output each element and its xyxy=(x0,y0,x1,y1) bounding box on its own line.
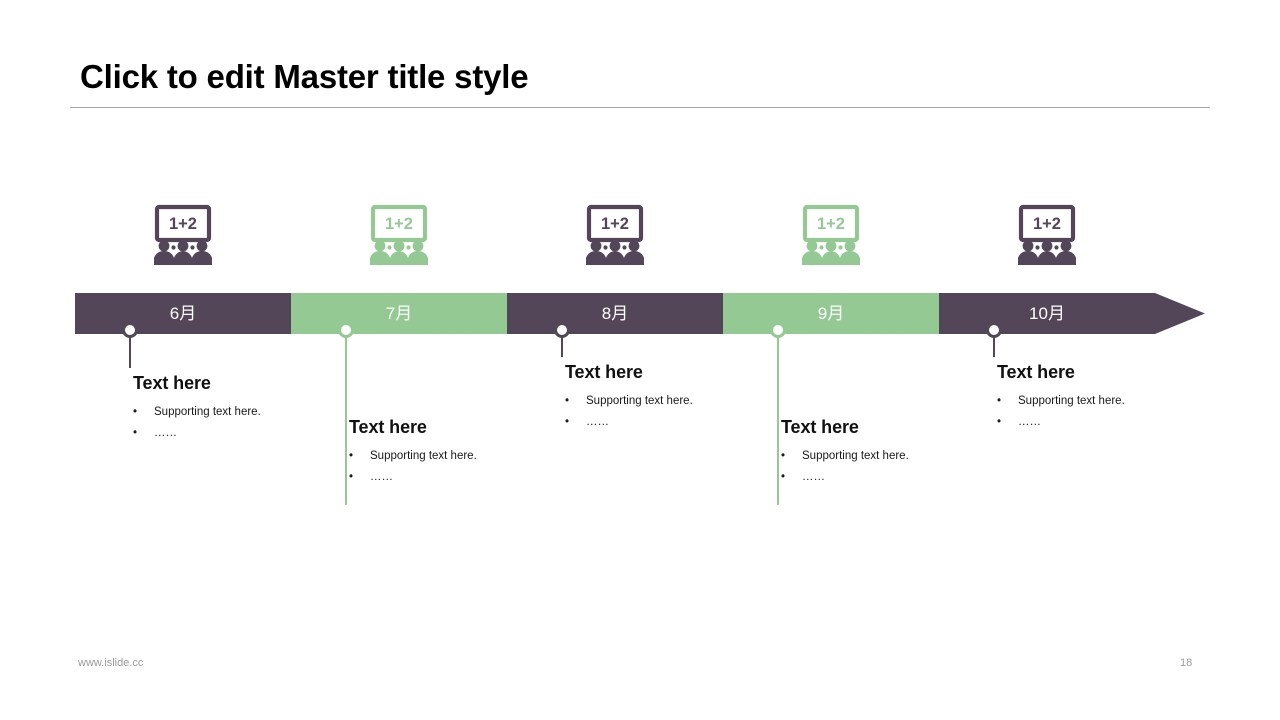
milestone-bullet[interactable]: • Supporting text here. xyxy=(565,395,693,407)
bullet-marker: • xyxy=(349,450,354,462)
marker-stem xyxy=(561,330,563,357)
icon-row: 1+2 1+2 1+2 1+2 1+2 xyxy=(75,203,1205,269)
milestone-bullet-list: • Supporting text here. • …… xyxy=(133,406,261,439)
milestone-bullet-list: • Supporting text here. • …… xyxy=(781,450,909,483)
marker-dot xyxy=(122,322,138,338)
marker-dot xyxy=(554,322,570,338)
svg-text:1+2: 1+2 xyxy=(385,215,413,233)
bullet-marker: • xyxy=(997,395,1002,407)
classroom-icon: 1+2 xyxy=(150,203,216,269)
marker-stem xyxy=(129,330,131,368)
milestone-bullet[interactable]: • …… xyxy=(781,471,909,483)
classroom-icon: 1+2 xyxy=(366,203,432,269)
marker-stem xyxy=(345,330,347,505)
svg-text:1+2: 1+2 xyxy=(169,215,197,233)
milestone-text-block-5: Text here • Supporting text here. • …… xyxy=(997,362,1125,437)
page-number: 18 xyxy=(1180,657,1193,669)
milestone-heading[interactable]: Text here xyxy=(565,362,643,382)
bullet-text: Supporting text here. xyxy=(1018,395,1125,407)
footer-url[interactable]: www.islide.cc xyxy=(78,657,144,669)
bullet-text: Supporting text here. xyxy=(586,395,693,407)
bullet-marker: • xyxy=(997,416,1002,428)
svg-text:1+2: 1+2 xyxy=(817,215,845,233)
marker-dot xyxy=(770,322,786,338)
classroom-icon: 1+2 xyxy=(1014,203,1080,269)
svg-text:1+2: 1+2 xyxy=(601,215,629,233)
bullet-text: …… xyxy=(154,427,177,439)
bullet-text: Supporting text here. xyxy=(370,450,477,462)
milestone-text-block-3: Text here • Supporting text here. • …… xyxy=(565,362,693,437)
classroom-icon: 1+2 xyxy=(798,203,864,269)
milestone-bullet[interactable]: • …… xyxy=(997,416,1125,428)
timeline-marker-2[interactable] xyxy=(338,322,354,513)
bullet-text: …… xyxy=(1018,416,1041,428)
milestone-bullet[interactable]: • …… xyxy=(349,471,477,483)
classroom-icon: 1+2 xyxy=(582,203,648,269)
marker-stem xyxy=(993,330,995,357)
milestone-text-block-4: Text here • Supporting text here. • …… xyxy=(781,417,909,492)
milestone-bullet-list: • Supporting text here. • …… xyxy=(349,450,477,483)
marker-dot xyxy=(338,322,354,338)
bullet-text: …… xyxy=(586,416,609,428)
bullet-text: …… xyxy=(802,471,825,483)
milestone-heading[interactable]: Text here xyxy=(349,417,427,437)
milestone-bullet[interactable]: • …… xyxy=(133,427,261,439)
bullet-marker: • xyxy=(781,450,786,462)
title-divider xyxy=(70,107,1210,108)
timeline-marker-3[interactable] xyxy=(554,322,570,365)
page-title: Click to edit Master title style xyxy=(80,58,529,95)
timeline-marker-4[interactable] xyxy=(770,322,786,513)
milestone-heading[interactable]: Text here xyxy=(997,362,1075,382)
svg-text:1+2: 1+2 xyxy=(1033,215,1061,233)
milestone-bullet[interactable]: • …… xyxy=(565,416,693,428)
milestone-bullet-list: • Supporting text here. • …… xyxy=(565,395,693,428)
bullet-marker: • xyxy=(349,471,354,483)
marker-dot xyxy=(986,322,1002,338)
milestone-heading[interactable]: Text here xyxy=(781,417,859,437)
milestone-bullet[interactable]: • Supporting text here. xyxy=(133,406,261,418)
milestone-text-block-1: Text here • Supporting text here. • …… xyxy=(133,373,261,448)
bullet-marker: • xyxy=(565,416,570,428)
bullet-marker: • xyxy=(133,427,138,439)
bullet-marker: • xyxy=(565,395,570,407)
milestone-bullet[interactable]: • Supporting text here. xyxy=(349,450,477,462)
timeline-marker-1[interactable] xyxy=(122,322,138,376)
timeline-marker-5[interactable] xyxy=(986,322,1002,365)
marker-stem xyxy=(777,330,779,505)
milestone-bullet[interactable]: • Supporting text here. xyxy=(781,450,909,462)
milestone-text-block-2: Text here • Supporting text here. • …… xyxy=(349,417,477,492)
bullet-marker: • xyxy=(781,471,786,483)
bullet-text: Supporting text here. xyxy=(802,450,909,462)
bullet-marker: • xyxy=(133,406,138,418)
bullet-text: Supporting text here. xyxy=(154,406,261,418)
bullet-text: …… xyxy=(370,471,393,483)
milestone-heading[interactable]: Text here xyxy=(133,373,211,393)
milestone-bullet-list: • Supporting text here. • …… xyxy=(997,395,1125,428)
milestone-bullet[interactable]: • Supporting text here. xyxy=(997,395,1125,407)
